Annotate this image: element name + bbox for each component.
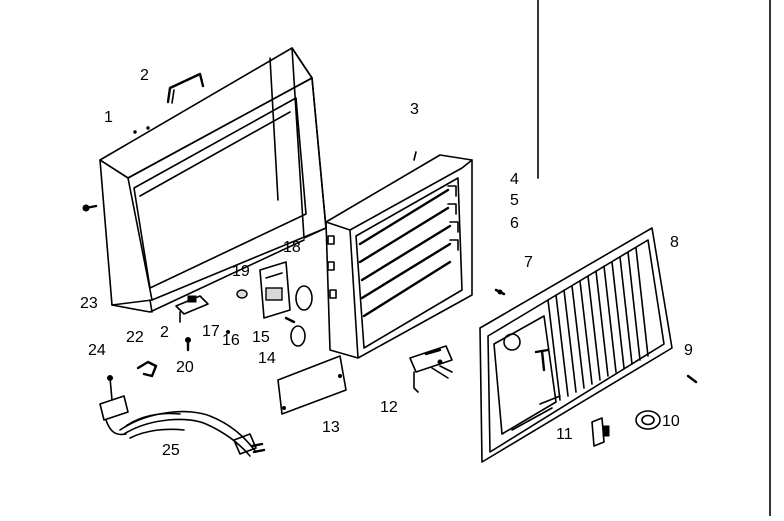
callout-15: 15 [252, 329, 270, 346]
callout-4: 4 [510, 171, 519, 188]
scan-artifact-lines [537, 0, 771, 517]
callout-13: 13 [322, 419, 340, 436]
callout-21: 2 [160, 324, 169, 341]
small-knob-part [236, 289, 248, 299]
switch-part [591, 417, 610, 447]
callout-7: 7 [524, 254, 533, 271]
thermostat-part [409, 345, 453, 393]
callout-2: 2 [140, 67, 149, 84]
callout-10: 10 [662, 413, 680, 430]
callout-5: 5 [510, 192, 519, 209]
clip-part [136, 360, 158, 378]
cover-plate-part [277, 355, 347, 415]
callout-3: 3 [410, 101, 419, 118]
screw-part-9 [686, 374, 698, 384]
screw-part-7 [494, 288, 506, 296]
bolt-part [185, 337, 191, 352]
callout-6: 6 [510, 215, 519, 232]
callout-18: 18 [283, 239, 301, 256]
callout-22: 22 [126, 329, 144, 346]
power-cord-part [99, 375, 266, 457]
callout-17: 17 [202, 323, 220, 340]
handle-part [166, 72, 205, 104]
cabinet-part [99, 47, 327, 313]
callout-23: 23 [80, 295, 98, 312]
callout-20: 20 [176, 359, 194, 376]
callout-24: 24 [88, 342, 106, 359]
callout-8: 8 [670, 234, 679, 251]
callout-11: 11 [556, 426, 573, 443]
callout-19: 19 [232, 263, 250, 280]
callout-14: 14 [258, 350, 276, 367]
screw-part-23 [82, 204, 98, 212]
knob-part [635, 410, 661, 430]
fuse-holder-part [259, 261, 313, 347]
callout-9: 9 [684, 342, 693, 359]
callout-1: 1 [104, 109, 113, 126]
callout-25: 25 [162, 442, 180, 459]
part-16-17 [226, 330, 230, 334]
switch-assembly-part [175, 295, 209, 323]
callout-16: 16 [222, 332, 240, 349]
front-grille-part [479, 227, 673, 463]
chassis-part [325, 151, 473, 359]
callout-12: 12 [380, 399, 398, 416]
